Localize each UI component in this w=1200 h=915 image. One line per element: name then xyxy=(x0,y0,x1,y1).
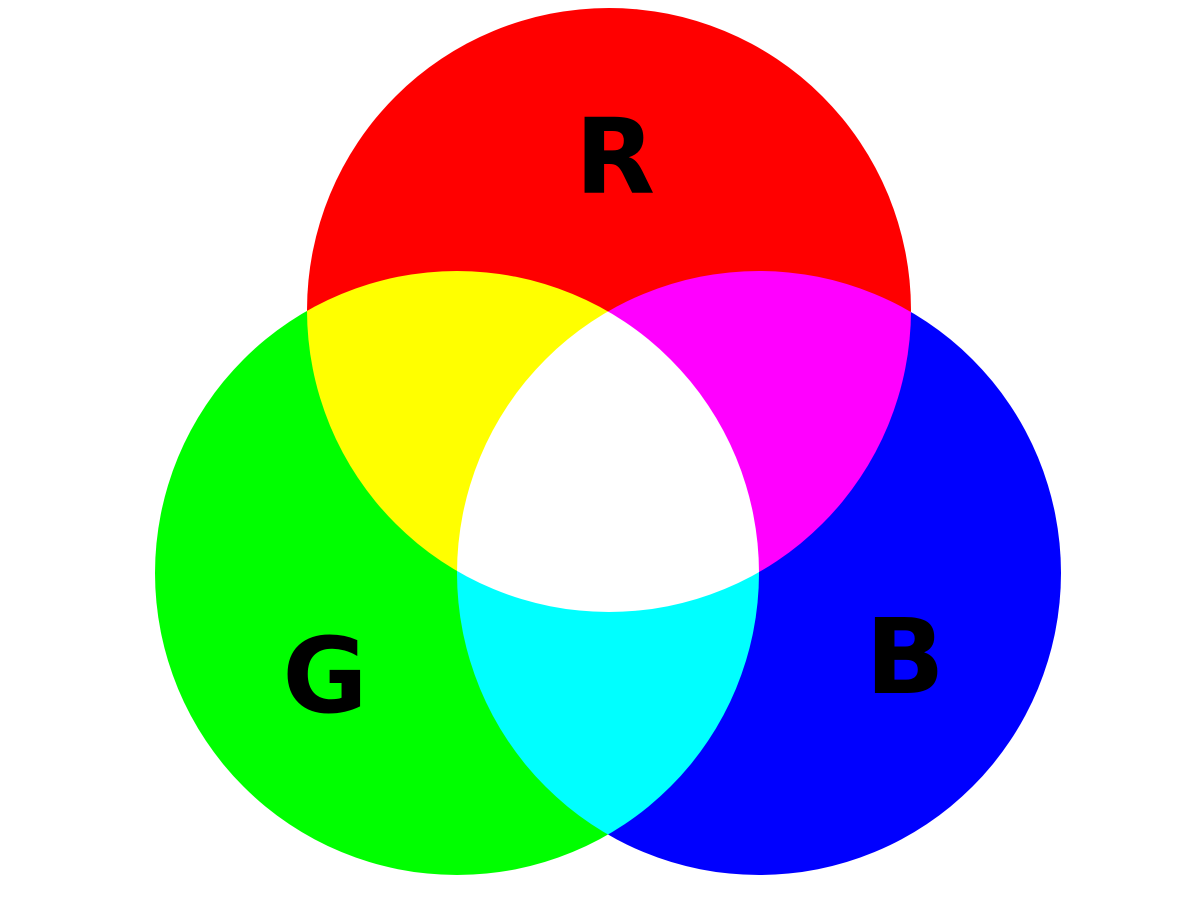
red-circle-label: R xyxy=(575,96,655,218)
green-circle-label: G xyxy=(282,615,367,737)
blue-circle xyxy=(457,271,1061,875)
circles-group xyxy=(155,8,1061,875)
blue-circle-label: B xyxy=(865,596,944,718)
